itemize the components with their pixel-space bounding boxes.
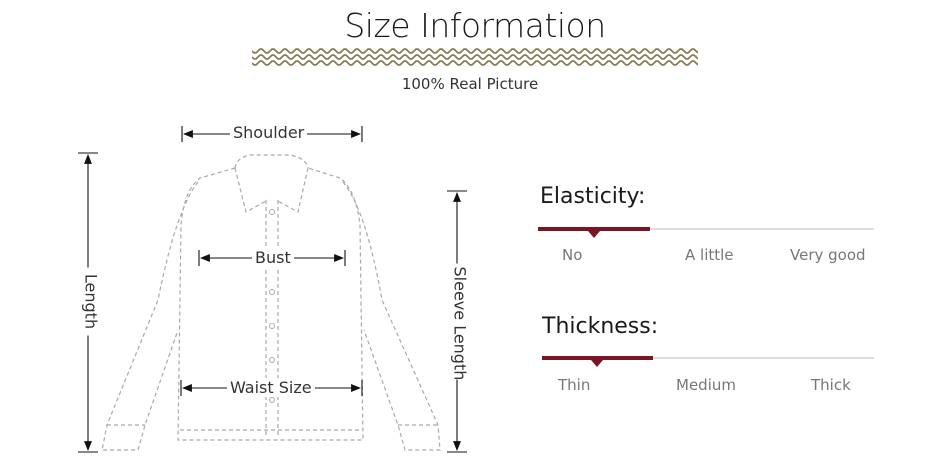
thickness-option-medium: Medium <box>676 376 736 394</box>
elasticity-option-a-little: A little <box>685 246 734 264</box>
bust-label: Bust <box>252 248 294 267</box>
page-subtitle: 100% Real Picture <box>401 75 539 93</box>
elasticity-scale <box>538 227 874 238</box>
length-label: Length <box>81 267 101 336</box>
page-title: Size Information <box>344 6 606 45</box>
elasticity-option-very-good: Very good <box>790 246 866 264</box>
elasticity-title: Elasticity: <box>540 184 646 209</box>
waist-size-label: Waist Size <box>227 378 315 397</box>
sleeve-length-label: Sleeve Length <box>450 263 470 380</box>
thickness-scale <box>542 356 874 367</box>
shirt-buttons <box>269 209 275 403</box>
shoulder-label: Shoulder <box>230 123 308 142</box>
elasticity-pointer <box>588 231 600 238</box>
thickness-option-thick: Thick <box>811 376 851 394</box>
thickness-option-thin: Thin <box>558 376 591 394</box>
decorative-wave-divider <box>252 48 698 66</box>
thickness-title: Thickness: <box>542 314 659 339</box>
thickness-pointer <box>591 360 603 367</box>
elasticity-option-no: No <box>562 246 583 264</box>
